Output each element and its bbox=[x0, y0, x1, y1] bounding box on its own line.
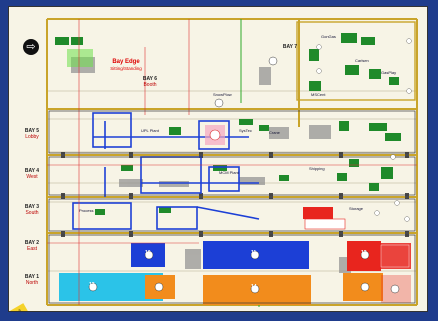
booth-tag: Carlsen bbox=[355, 58, 369, 63]
booth-tag: MSCent bbox=[311, 92, 326, 97]
booth-tag: Crane bbox=[269, 130, 280, 135]
booth-tag: Shipping bbox=[309, 166, 325, 171]
booth-tag: SysTec bbox=[239, 128, 252, 133]
zone-number: 14 bbox=[251, 284, 257, 290]
booth-tag: SnowPlow bbox=[213, 92, 232, 97]
zone-number: 12 bbox=[361, 250, 367, 256]
bay-edge-callout: Bay Edge Sitting/Standing bbox=[91, 59, 161, 72]
callout-title: Bay Edge bbox=[112, 59, 140, 65]
booth-tag: GonGas bbox=[321, 34, 336, 39]
zone-number: 13 bbox=[89, 282, 95, 288]
floor-plan-drawing bbox=[9, 7, 427, 311]
booth-tag: Storage bbox=[349, 206, 364, 211]
callout-subtitle: Sitting/Standing bbox=[110, 65, 142, 71]
entrance-arrow-icon: ⇨ bbox=[23, 39, 39, 55]
booth-tag: UPL Plant bbox=[141, 128, 159, 133]
booth-tag: GasPlay bbox=[381, 70, 397, 75]
booth-tag: Process bbox=[79, 208, 94, 213]
zone-number: 10 bbox=[145, 250, 151, 256]
zone-number: 11 bbox=[251, 250, 257, 256]
bay-7-label: BAY 7 bbox=[282, 44, 298, 50]
booth-tag: MCM Plant bbox=[219, 170, 239, 175]
